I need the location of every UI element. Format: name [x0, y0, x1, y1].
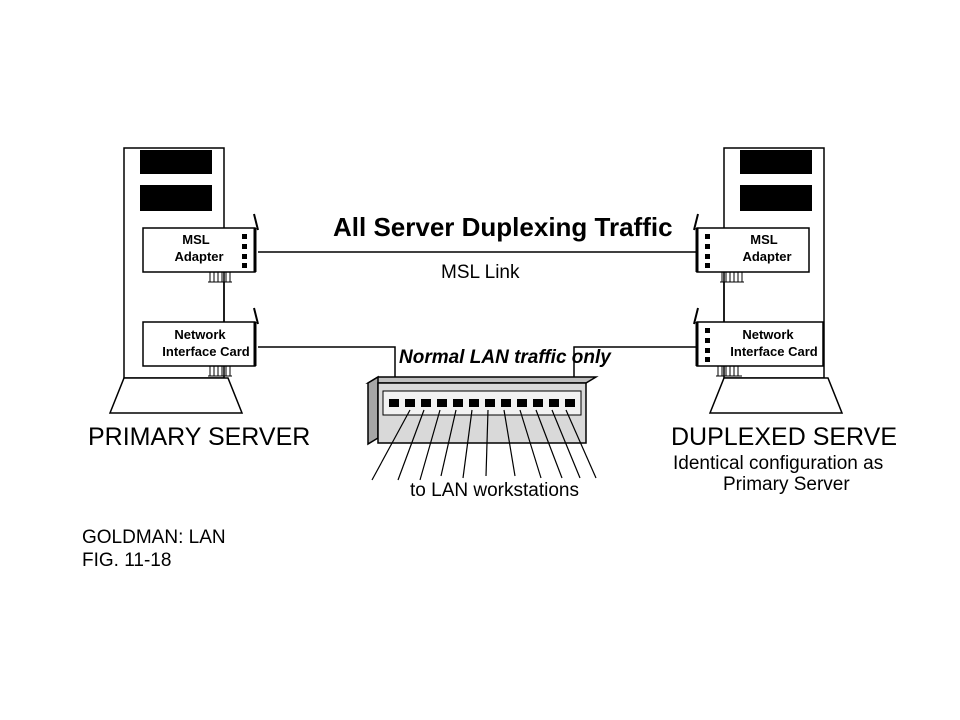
duplexed-note-line-1: Identical configuration as [673, 453, 883, 474]
primary-msl-label-2: Adapter [174, 249, 223, 264]
duplexed-drive-bay-1 [740, 150, 812, 174]
duplexed-msl-label-1: MSL [750, 232, 778, 247]
duplexing-traffic-title: All Server Duplexing Traffic [333, 212, 673, 242]
duplexed-network-interface-card: Network Interface Card [693, 307, 824, 377]
lan-traffic-label: Normal LAN traffic only [399, 347, 612, 368]
hub-ports [389, 399, 575, 407]
hub-top [365, 376, 599, 384]
workstations-label: to LAN workstations [410, 480, 579, 501]
duplexed-msl-adapter: MSL Adapter [693, 213, 810, 283]
primary-drive-bay-1 [140, 150, 212, 174]
primary-msl-adapter: MSL Adapter [142, 213, 259, 283]
primary-server: MSL Adapter Network Interface Card [88, 147, 310, 451]
duplexed-nic-label-1: Network [742, 327, 794, 342]
duplexed-server-base [708, 377, 844, 414]
primary-msl-label-1: MSL [182, 232, 210, 247]
msl-link-label: MSL Link [441, 262, 520, 283]
primary-nic-label-1: Network [174, 327, 226, 342]
primary-drive-bay-2 [140, 185, 212, 211]
workstation-cables [371, 409, 597, 481]
duplexed-server-name: DUPLEXED SERVE [671, 423, 897, 451]
primary-server-name: PRIMARY SERVER [88, 423, 310, 451]
hub-port-panel [382, 390, 582, 416]
duplexed-drive-bay-2 [740, 185, 812, 211]
lan-hub: to LAN workstations [365, 375, 599, 501]
figure-caption-line-1: GOLDMAN: LAN [82, 527, 226, 548]
hub-side [367, 375, 379, 446]
duplexed-msl-label-2: Adapter [742, 249, 791, 264]
duplexed-server: MSL Adapter Network Interface Card [671, 147, 897, 495]
primary-nic-label-2: Interface Card [162, 344, 249, 359]
figure-caption-line-2: FIG. 11-18 [82, 550, 171, 571]
primary-network-interface-card: Network Interface Card [142, 307, 259, 377]
duplexed-nic-label-2: Interface Card [730, 344, 817, 359]
primary-server-base [108, 377, 244, 414]
duplexed-note-line-2: Primary Server [723, 474, 850, 495]
